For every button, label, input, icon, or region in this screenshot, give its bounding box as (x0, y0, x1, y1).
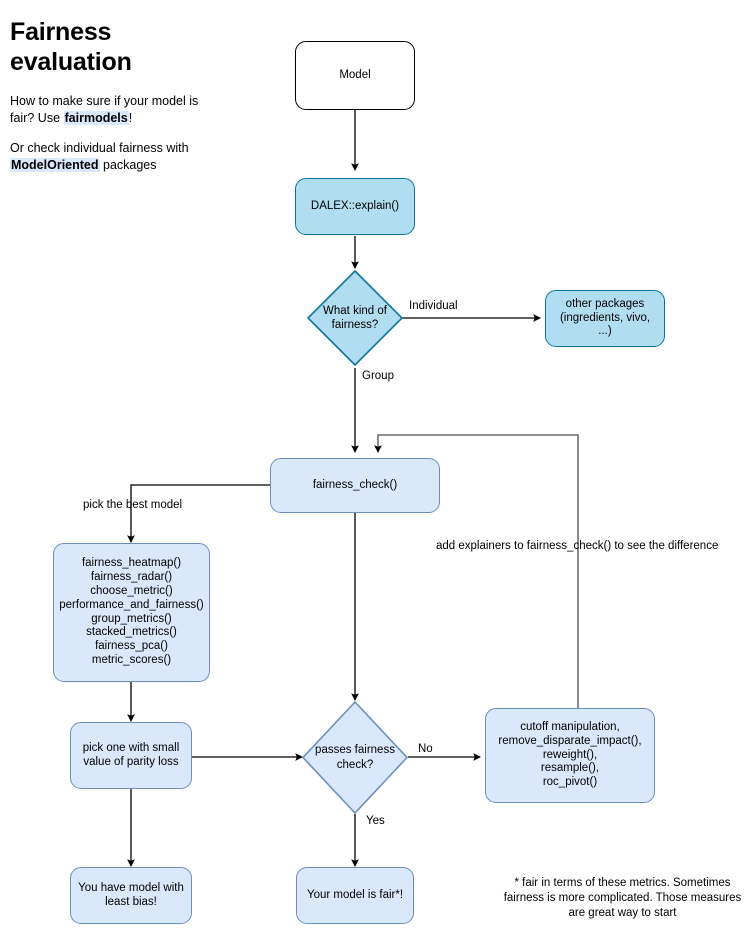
node-passes-fairness-check-label: passes fairness check? (315, 744, 395, 771)
node-model-is-fair[interactable]: Your model is fair*! (296, 867, 414, 924)
node-fairness-check[interactable]: fairness_check() (270, 458, 440, 513)
diamond-shape (302, 701, 408, 814)
intro-paragraph-modeloriented: Or check individual fairness with ModelO… (10, 140, 200, 173)
node-model-label: Model (339, 68, 371, 81)
intro-panel: Fairness evaluation How to make sure if … (10, 18, 200, 187)
intro-paragraph-fairmodels: How to make sure if your model is fair? … (10, 93, 200, 126)
footnote: * fair in terms of these metrics. Someti… (503, 877, 742, 920)
modeloriented-highlight: ModelOriented (10, 157, 100, 172)
edge-label-no: No (418, 743, 433, 755)
node-pick-one-small-parity-label: pick one with small value of parity loss (82, 741, 180, 768)
edge-label-group: Group (362, 370, 394, 382)
node-function-list[interactable]: fairness_heatmap() fairness_radar() choo… (53, 543, 210, 682)
node-least-bias[interactable]: You have model with least bias! (70, 867, 192, 924)
node-least-bias-label: You have model with least bias! (78, 881, 184, 908)
edge-label-add-explainers: add explainers to fairness_check() to se… (436, 540, 719, 552)
edge-fairness-check-to-function-list (127, 484, 270, 544)
edge-label-yes: Yes (366, 815, 385, 827)
node-dalex-explain[interactable]: DALEX::explain() (295, 178, 415, 235)
node-pick-one-small-parity[interactable]: pick one with small value of parity loss (70, 722, 192, 789)
diamond-shape (307, 270, 403, 366)
edge-label-pick-best-model: pick the best model (83, 499, 183, 511)
node-dalex-explain-label: DALEX::explain() (310, 199, 400, 212)
intro-paragraph-2-text-after: packages (99, 157, 157, 172)
node-what-kind-of-fairness[interactable]: What kind of fairness? (307, 270, 403, 366)
edge-label-individual: Individual (409, 300, 458, 312)
fairmodels-highlight: fairmodels (63, 110, 129, 125)
node-passes-fairness-check[interactable]: passes fairness check? (302, 701, 408, 814)
intro-paragraph-1-text-after: ! (128, 110, 133, 125)
node-function-list-label: fairness_heatmap() fairness_radar() choo… (59, 557, 204, 666)
node-model-is-fair-label: Your model is fair*! (306, 888, 404, 901)
node-mitigation-methods[interactable]: cutoff manipulation, remove_disparate_im… (485, 708, 655, 803)
intro-paragraph-1-text-before: How to make sure if your model is fair? … (10, 94, 199, 125)
node-fairness-check-label: fairness_check() (312, 478, 398, 491)
node-model[interactable]: Model (295, 41, 415, 110)
node-other-packages-label: other packages (ingredients, vivo, ...) (559, 297, 651, 338)
intro-paragraph-2-text-before: Or check individual fairness with (10, 141, 189, 155)
node-what-kind-of-fairness-label: What kind of fairness? (323, 304, 387, 331)
node-other-packages[interactable]: other packages (ingredients, vivo, ...) (545, 290, 665, 347)
node-mitigation-methods-label: cutoff manipulation, remove_disparate_im… (498, 721, 642, 789)
page-title: Fairness evaluation (10, 18, 132, 76)
